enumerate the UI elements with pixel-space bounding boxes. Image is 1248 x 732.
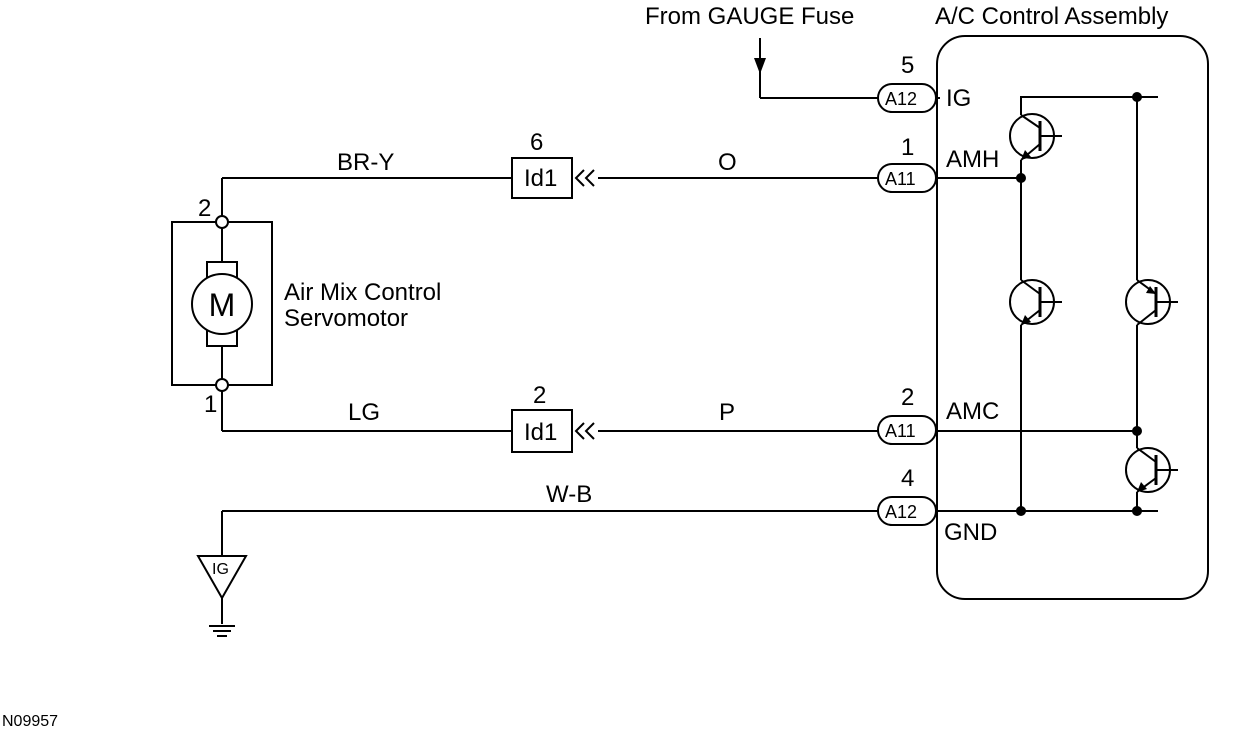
motor-pin-bottom: 1 bbox=[204, 391, 217, 418]
junction-bottom-label: Id1 bbox=[524, 419, 557, 446]
motor-pin-top: 2 bbox=[198, 195, 211, 222]
transistor-q4-icon bbox=[1125, 447, 1178, 493]
wire-top bbox=[221, 169, 878, 216]
transistor-q2-icon bbox=[1009, 279, 1062, 326]
source-label: From GAUGE Fuse bbox=[645, 3, 854, 30]
motor-symbol: M bbox=[209, 287, 236, 323]
terminal-amc: AMC bbox=[946, 398, 999, 425]
connector-amh: 1 A11 AMH bbox=[877, 134, 999, 193]
terminal-amh: AMH bbox=[946, 146, 999, 173]
transistor-q1-icon bbox=[1009, 113, 1062, 161]
junction-top-label: Id1 bbox=[524, 165, 557, 192]
connector-gnd: 4 A12 GND bbox=[877, 465, 997, 546]
wire-ground bbox=[221, 510, 878, 556]
junction-top: 6 Id1 bbox=[511, 129, 573, 199]
ground-icon bbox=[196, 555, 248, 637]
wire-top-right-color: O bbox=[718, 149, 737, 176]
ac-control-assembly-box bbox=[936, 35, 1209, 600]
wire-bottom-right-color: P bbox=[719, 399, 735, 426]
wire-ground-color: W-B bbox=[546, 481, 592, 508]
motor-name-line2: Servomotor bbox=[284, 305, 408, 332]
figure-code: N09957 bbox=[2, 713, 58, 730]
servomotor: M 2 1 bbox=[171, 195, 273, 418]
connector-amc-pin: 2 bbox=[901, 384, 914, 411]
motor-terminal-top bbox=[215, 215, 229, 229]
connector-amc: 2 A11 AMC bbox=[877, 384, 999, 445]
assembly-title: A/C Control Assembly bbox=[935, 3, 1168, 30]
connector-ig: 5 A12 IG bbox=[877, 52, 971, 113]
wire-top-left-color: BR-Y bbox=[337, 149, 394, 176]
terminal-gnd: GND bbox=[944, 519, 997, 546]
connector-ig-pin: 5 bbox=[901, 52, 914, 79]
internal-circuit bbox=[936, 92, 1158, 516]
wire-bottom bbox=[221, 391, 878, 440]
connector-gnd-pin: 4 bbox=[901, 465, 914, 492]
ground-symbol-label: IG bbox=[212, 561, 229, 578]
connector-amh-pin: 1 bbox=[901, 134, 914, 161]
junction-bottom: 2 Id1 bbox=[511, 382, 573, 453]
connector-gnd-label: A12 bbox=[885, 502, 917, 522]
terminal-ig: IG bbox=[946, 85, 971, 112]
connector-amc-label: A11 bbox=[885, 421, 916, 441]
junction-top-pin: 6 bbox=[530, 129, 543, 156]
connector-amh-label: A11 bbox=[885, 169, 916, 189]
junction-bottom-pin: 2 bbox=[533, 382, 546, 409]
wire-bottom-left-color: LG bbox=[348, 399, 380, 426]
motor-terminal-bottom bbox=[215, 378, 229, 392]
transistor-q3-icon bbox=[1125, 279, 1178, 326]
motor-name-line1: Air Mix Control bbox=[284, 279, 441, 306]
gauge-fuse-feed bbox=[754, 38, 878, 99]
connector-ig-label: A12 bbox=[885, 89, 917, 109]
